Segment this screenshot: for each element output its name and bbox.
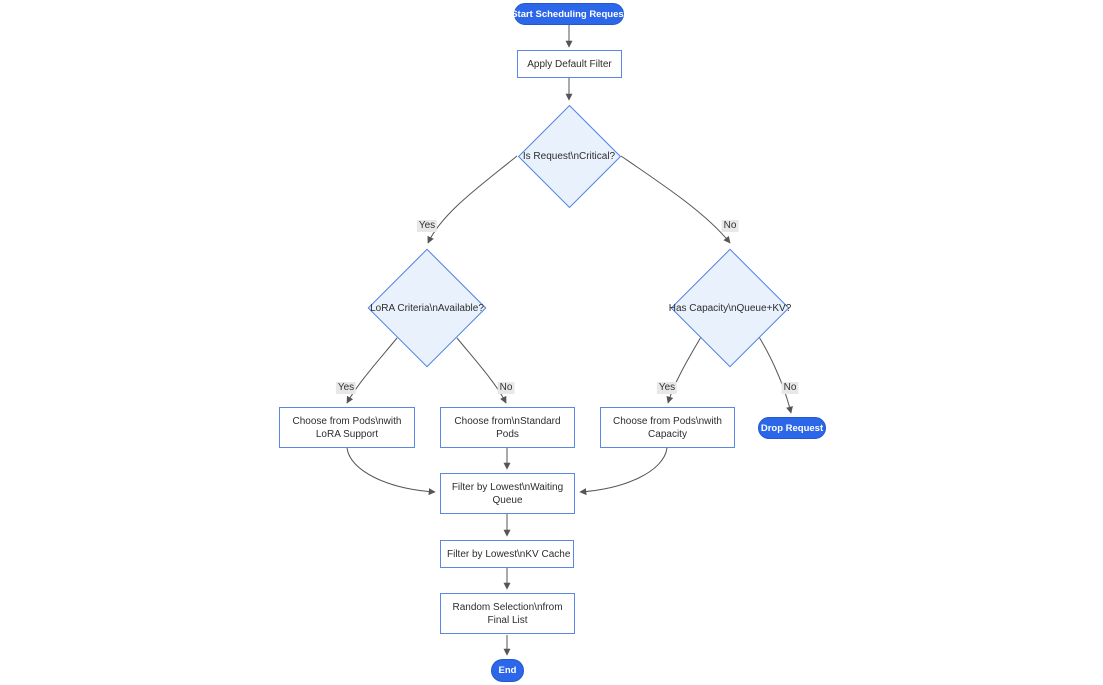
filter-lowest-kv-cache-node: Filter by Lowest\nKV Cache bbox=[440, 540, 574, 568]
end-label: End bbox=[498, 665, 517, 676]
edge-choose-lora-filter-queue bbox=[346, 447, 436, 496]
edge-critical-lora bbox=[427, 155, 518, 244]
edge-label-lora-no: No bbox=[497, 382, 515, 394]
edge-capacity-choose-capacity bbox=[666, 336, 702, 404]
is-request-critical-decision: Is Request\nCritical? bbox=[517, 104, 621, 208]
random-selection-node: Random Selection\nfrom Final List bbox=[440, 593, 575, 634]
choose-standard-pods-node: Choose from\nStandard Pods bbox=[440, 407, 575, 448]
has-capacity-label: Has Capacity\nQueue+KV? bbox=[668, 302, 792, 314]
filter-lowest-waiting-queue-node: Filter by Lowest\nWaiting Queue bbox=[440, 473, 575, 514]
edge-critical-capacity bbox=[620, 155, 731, 244]
edge-choose-capacity-filter-queue bbox=[579, 447, 668, 496]
is-request-critical-label: Is Request\nCritical? bbox=[522, 150, 616, 162]
edge-label-critical-no: No bbox=[721, 220, 739, 232]
has-capacity-decision: Has Capacity\nQueue+KV? bbox=[668, 248, 792, 368]
edge-label-lora-yes: Yes bbox=[335, 382, 357, 394]
drop-request-node: Drop Request bbox=[758, 417, 826, 439]
choose-pods-lora-support-label: Choose from Pods\nwith LoRA Support bbox=[292, 415, 402, 440]
start-scheduling-request-node: Start Scheduling Request bbox=[511, 3, 627, 25]
edge-lora-choose-standard bbox=[456, 337, 507, 404]
edge-lora-choose-lora bbox=[346, 337, 398, 404]
drop-request-label: Drop Request bbox=[760, 422, 824, 434]
lora-criteria-available-decision: LoRA Criteria\nAvailable? bbox=[367, 248, 487, 368]
edge-label-capacity-yes: Yes bbox=[656, 382, 678, 394]
filter-lowest-waiting-queue-label: Filter by Lowest\nWaiting Queue bbox=[451, 481, 564, 506]
choose-pods-lora-support-node: Choose from Pods\nwith LoRA Support bbox=[279, 407, 415, 448]
choose-standard-pods-label: Choose from\nStandard Pods bbox=[454, 415, 561, 440]
choose-pods-capacity-node: Choose from Pods\nwith Capacity bbox=[600, 407, 735, 448]
edge-capacity-drop bbox=[758, 336, 793, 414]
lora-criteria-available-label: LoRA Criteria\nAvailable? bbox=[370, 302, 484, 314]
start-scheduling-request-label: Start Scheduling Request bbox=[511, 8, 627, 20]
apply-default-filter-label: Apply Default Filter bbox=[527, 58, 612, 70]
edge-label-critical-yes: Yes bbox=[416, 220, 438, 232]
edge-label-capacity-no: No bbox=[781, 382, 799, 394]
choose-pods-capacity-label: Choose from Pods\nwith Capacity bbox=[613, 415, 722, 440]
end-node: End bbox=[491, 659, 524, 682]
filter-lowest-kv-cache-label: Filter by Lowest\nKV Cache bbox=[447, 548, 571, 560]
random-selection-label: Random Selection\nfrom Final List bbox=[452, 601, 563, 626]
apply-default-filter-node: Apply Default Filter bbox=[517, 50, 622, 78]
